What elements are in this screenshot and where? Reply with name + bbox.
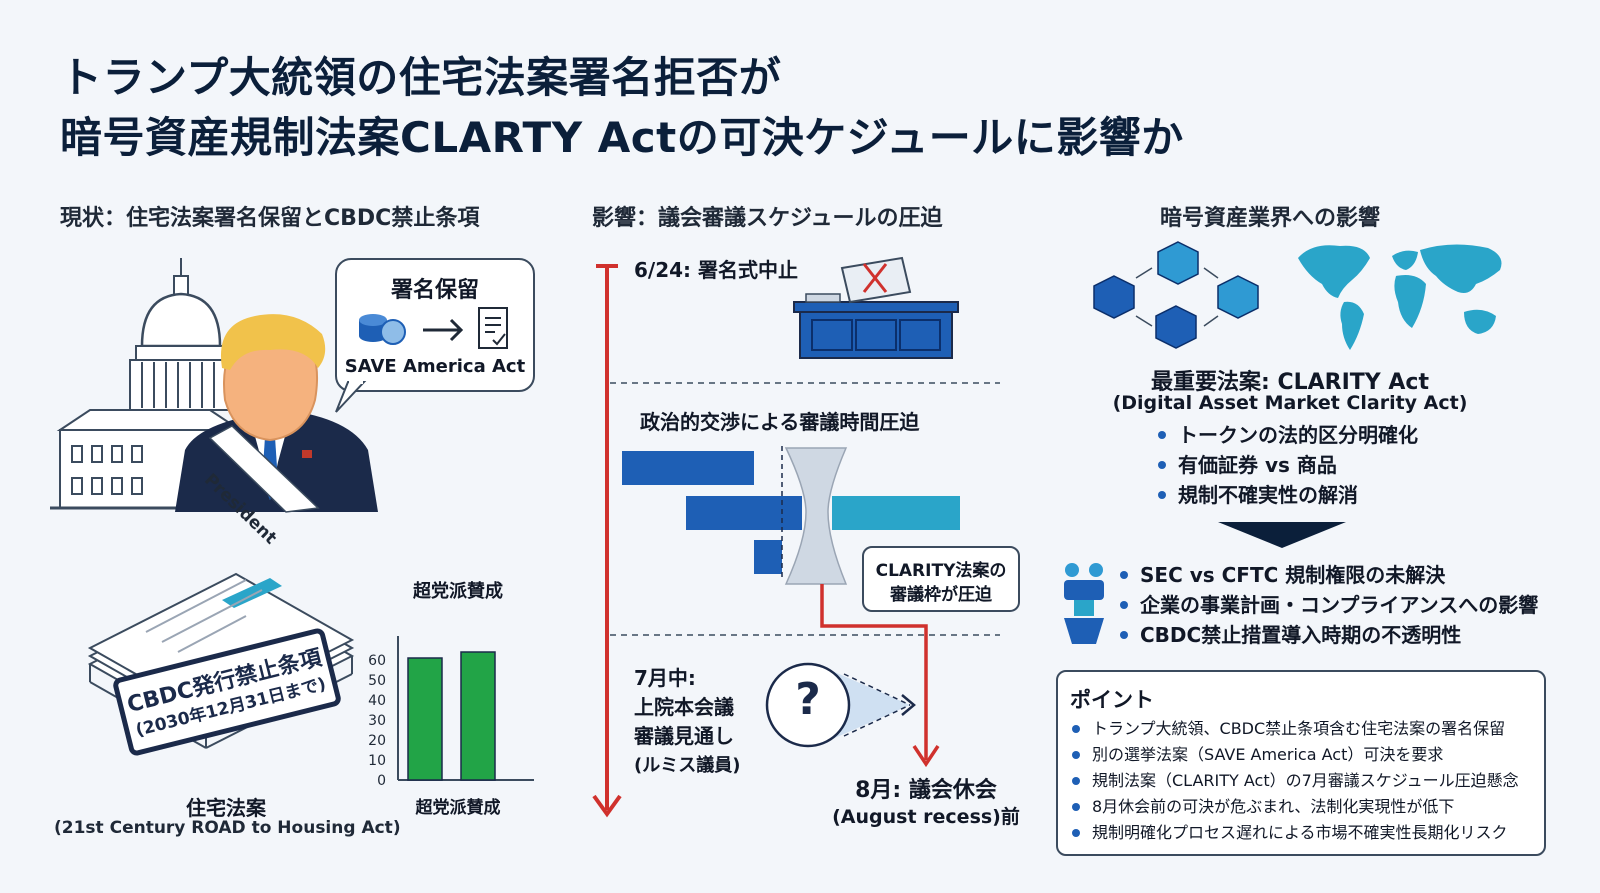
right-section-header: 暗号資産業界への影響 bbox=[1160, 206, 1381, 231]
coins-to-document-icons bbox=[359, 307, 508, 349]
question-mark: ? bbox=[795, 674, 821, 725]
point-item: 規制法案（CLARITY Act）の7月審議スケジュール圧迫懸念 bbox=[1068, 768, 1519, 794]
industry-issue-item: 企業の事業計画・コンプライアンスへの影響 bbox=[1116, 590, 1538, 620]
industry-issue-item: CBDC禁止措置導入時期の不透明性 bbox=[1116, 620, 1538, 650]
schedule-bar bbox=[686, 496, 802, 530]
chart-title: 超党派賛成 bbox=[413, 581, 503, 602]
callout-line1: CLARITY法案の bbox=[875, 561, 1007, 581]
bill-label-name: 住宅法案 bbox=[186, 796, 266, 820]
y-tick-label: 20 bbox=[368, 733, 386, 749]
clarity-benefit-item: トークンの法的区分明確化 bbox=[1154, 420, 1418, 450]
bubble-tail bbox=[335, 380, 367, 413]
point-item: 規制明確化プロセス遅れによる市場不確実性長期化リスク bbox=[1068, 820, 1519, 846]
july-line2: 上院本会議 bbox=[634, 695, 734, 719]
left-section-header: 現状：住宅法案署名保留とCBDC禁止条項 bbox=[60, 206, 480, 231]
world-map-icon bbox=[1298, 244, 1502, 350]
august-recess-label: 8月: 議会休会 bbox=[855, 778, 997, 803]
coins-icon bbox=[359, 314, 406, 345]
president-icon bbox=[175, 314, 378, 513]
y-tick-label: 30 bbox=[368, 713, 386, 729]
july-line1: 7月中: bbox=[634, 666, 696, 690]
delay-arrow-icon bbox=[912, 745, 940, 768]
timeline-graphic bbox=[592, 256, 1000, 818]
timeline-arrow-icon bbox=[592, 794, 622, 818]
event-cancel-ceremony: 6/24: 署名式中止 bbox=[634, 258, 799, 282]
hourglass-squeeze-icon bbox=[784, 447, 848, 585]
july-line3: 審議見通し bbox=[634, 724, 734, 748]
august-recess-sub: (August recess)前 bbox=[832, 806, 1020, 828]
bill-label-official: (21st Century ROAD to Housing Act) bbox=[54, 818, 401, 838]
clarity-benefits-list: トークンの法的区分明確化有価証券 vs 商品規制不確実性の解消 bbox=[1154, 420, 1418, 510]
bipartisan-bar-chart: 0 10 20 30 40 50 60 bbox=[368, 636, 534, 789]
blockchain-icon bbox=[1093, 241, 1259, 349]
page-title-line2: 暗号資産規制法案CLARTY Actの可決ケジュールに影響か bbox=[60, 113, 1184, 162]
uncertainty-cone bbox=[830, 670, 910, 740]
schedule-bar bbox=[754, 540, 782, 574]
point-item: 別の選挙法案（SAVE America Act）可決を要求 bbox=[1068, 742, 1519, 768]
bar bbox=[407, 657, 443, 781]
points-box: ポイント トランプ大統領、CBDC禁止条項含む住宅法案の署名保留別の選挙法案（S… bbox=[1056, 670, 1546, 856]
industry-issue-item: SEC vs CFTC 規制権限の未解決 bbox=[1116, 560, 1538, 590]
robot-person-icon bbox=[1064, 563, 1104, 644]
points-list: トランプ大統領、CBDC禁止条項含む住宅法案の署名保留別の選挙法案（SAVE A… bbox=[1068, 716, 1519, 846]
middle-section-header: 影響：議会審議スケジュールの圧迫 bbox=[592, 206, 943, 231]
clarity-callout: CLARITY法案の 審議枠が圧迫 bbox=[862, 546, 1020, 612]
points-title: ポイント bbox=[1070, 688, 1154, 712]
capitol-president-illustration bbox=[50, 258, 378, 513]
schedule-bar bbox=[622, 451, 754, 485]
point-item: トランプ大統領、CBDC禁止条項含む住宅法案の署名保留 bbox=[1068, 716, 1519, 742]
callout-line2: 審議枠が圧迫 bbox=[890, 585, 992, 605]
desk-icon bbox=[793, 293, 959, 359]
clarity-act-title: 最重要法案: CLARITY Act bbox=[1151, 370, 1429, 395]
event-negotiation: 政治的交渉による審議時間圧迫 bbox=[640, 410, 920, 434]
industry-issues-list: SEC vs CFTC 規制権限の未解決企業の事業計画・コンプライアンスへの影響… bbox=[1116, 560, 1538, 650]
y-tick-label: 10 bbox=[368, 753, 386, 769]
question-icon bbox=[765, 662, 851, 748]
clarity-bar bbox=[832, 496, 960, 530]
cancel-sign-icon bbox=[840, 256, 912, 304]
y-tick-label: 0 bbox=[377, 773, 386, 789]
bar bbox=[460, 651, 496, 781]
clarity-benefit-item: 有価証券 vs 商品 bbox=[1154, 450, 1418, 480]
clarity-benefit-item: 規制不確実性の解消 bbox=[1154, 480, 1418, 510]
delay-path bbox=[820, 584, 928, 760]
july-senate-outlook: 7月中: 上院本会議 審議見通し (ルミス議員) bbox=[634, 664, 740, 780]
down-triangle-icon bbox=[1218, 522, 1346, 548]
document-check-icon bbox=[478, 307, 508, 349]
bubble-act: SAVE America Act bbox=[344, 356, 526, 377]
chart-x-label: 超党派賛成 bbox=[415, 798, 501, 818]
clarity-act-fullname: (Digital Asset Market Clarity Act) bbox=[1112, 392, 1468, 414]
y-tick-label: 50 bbox=[368, 673, 386, 689]
point-item: 8月休会前の可決が危ぶまれ、法制化実現性が低下 bbox=[1068, 794, 1519, 820]
signature-hold-bubble: 署名保留 SAVE America Act bbox=[335, 258, 535, 392]
arrow-right-icon bbox=[423, 318, 464, 342]
july-line4: (ルミス議員) bbox=[634, 755, 741, 776]
y-tick-label: 40 bbox=[368, 693, 386, 709]
y-tick-label: 60 bbox=[368, 653, 386, 669]
page-title-line1: トランプ大統領の住宅法案署名拒否が bbox=[60, 53, 782, 102]
bubble-title: 署名保留 bbox=[390, 278, 479, 303]
